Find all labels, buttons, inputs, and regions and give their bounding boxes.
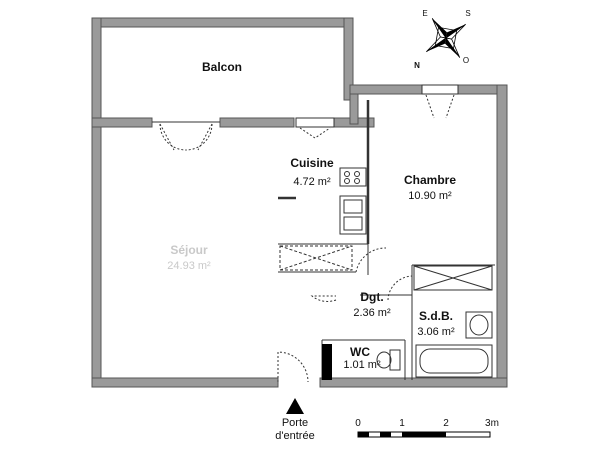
compass-letter-s: S [465,9,470,18]
fixtures [279,167,493,378]
wc-wall-block [322,344,332,380]
compass-letter-e: E [422,9,427,18]
chambre-wall-top-left [349,93,359,125]
bathtub [415,344,493,378]
scale-tick-1: 1 [399,418,405,429]
storage-box-1 [279,245,353,271]
balcon-label: Balcon [202,60,242,74]
balcon-wall-left [91,17,102,129]
balcon-sejour-wall-b [219,117,295,128]
entry-marker: Porte d'entrée [275,398,315,442]
entry-label-line1: Porte [282,417,308,429]
entry-arrow-icon [286,398,304,414]
compass-letter-n: N [414,61,420,70]
chambre-area: 10.90 m² [408,190,452,202]
sdb-area: 3.06 m² [417,326,455,338]
cuisine-area: 4.72 m² [293,176,331,188]
right-wall [496,84,508,388]
interior-walls [278,100,495,380]
sdb-label: S.d.B. [419,309,453,323]
left-wall [91,117,102,388]
bottom-wall-left [91,377,279,388]
entry-door[interactable] [277,351,309,383]
balcon-wall-right [343,17,354,101]
scale-tick-3: 3m [485,418,499,429]
scale-bar: 0 1 2 3m [355,418,499,438]
cuisine-label: Cuisine [290,156,334,170]
openings [152,84,459,383]
chambre-window [421,84,459,119]
scale-tick-2: 2 [443,418,449,429]
wc-area: 1.01 m² [343,359,381,371]
chambre-label: Chambre [404,173,456,187]
scale-tick-0: 0 [355,418,361,429]
sejour-area: 24.93 m² [167,260,211,272]
wc-label: WC [350,345,370,359]
balcon-door[interactable] [152,121,220,151]
wc-toilet-tank [389,349,401,371]
interior-doors [310,247,413,302]
cooktop [339,167,367,187]
dgt-label: Dgt. [360,290,383,304]
cuisine-window [295,117,335,139]
storage-box-2 [413,265,493,291]
entry-label-line2: d'entrée [275,430,314,442]
dgt-area: 2.36 m² [353,307,391,319]
sejour-label: Séjour [170,243,208,257]
balcon-wall-top [91,17,353,28]
balcon-sejour-wall-a [91,117,153,128]
bottom-wall-right [319,377,508,388]
compass-letter-o: O [463,56,469,65]
compass-rose-icon [426,18,466,58]
